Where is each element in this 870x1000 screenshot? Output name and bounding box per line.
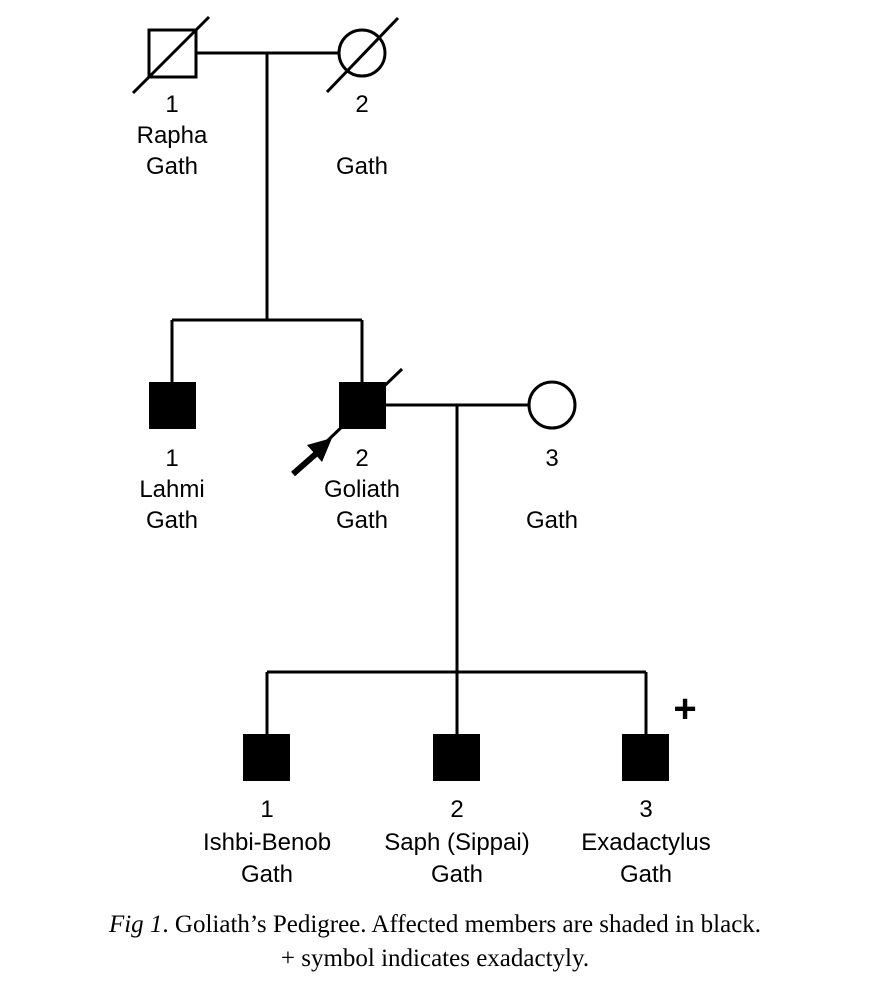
gen2-lahmi-place: Gath xyxy=(146,507,198,534)
caption-text: . Goliath’s Pedigree. Affected members a… xyxy=(162,911,762,938)
gen2-spouse-place: Gath xyxy=(526,507,578,534)
caption-line-1: Fig 1. Goliath’s Pedigree. Affected memb… xyxy=(0,908,870,942)
gen3-exadactylus-name: Exadactylus xyxy=(581,829,710,856)
gen3-exadactylus-number: 3 xyxy=(639,796,652,823)
gen3-ishbi-square xyxy=(243,734,290,781)
gen1-male-number: 1 xyxy=(165,91,178,118)
gen2-lahmi-number: 1 xyxy=(165,445,178,472)
gen3-ishbi-name: Ishbi-Benob xyxy=(203,829,331,856)
gen3-saph-name: Saph (Sippai) xyxy=(384,829,529,856)
gen2-spouse-number: 3 xyxy=(545,445,558,472)
caption-line-2: + symbol indicates exadactyly. xyxy=(280,945,590,972)
gen2-goliath-number: 2 xyxy=(355,445,368,472)
gen3-exadactylus-place: Gath xyxy=(620,861,672,888)
figure-caption: Fig 1. Goliath’s Pedigree. Affected memb… xyxy=(0,908,870,976)
gen2-lahmi-name: Lahmi xyxy=(139,476,204,503)
proband-arrow-icon xyxy=(307,438,332,462)
gen3-saph-number: 2 xyxy=(450,796,463,823)
exadactyly-plus-icon: + xyxy=(673,687,696,731)
gen1-female-place: Gath xyxy=(336,153,388,180)
gen1-female-number: 2 xyxy=(355,91,368,118)
caption-label: Fig 1 xyxy=(108,911,163,938)
gen3-saph-place: Gath xyxy=(431,861,483,888)
proband-arrow-shaft xyxy=(291,449,320,477)
gen2-spouse-circle xyxy=(527,380,577,430)
gen1-male-name: Rapha xyxy=(137,122,208,149)
gen2-goliath-deceased-slash xyxy=(320,367,404,448)
gen2-lahmi-square xyxy=(149,382,196,429)
gen3-ishbi-number: 1 xyxy=(260,796,273,823)
gen3-ishbi-place: Gath xyxy=(241,861,293,888)
gen3-exadactylus-square xyxy=(622,734,669,781)
gen1-female-deceased-slash xyxy=(325,16,400,94)
gen1-male-deceased-slash xyxy=(131,15,211,95)
gen1-male-place: Gath xyxy=(146,153,198,180)
gen3-saph-square xyxy=(433,734,480,781)
gen2-goliath-place: Gath xyxy=(336,507,388,534)
gen2-goliath-name: Goliath xyxy=(324,476,400,503)
pedigree-diagram: 1 Rapha Gath 2 Gath 1 Lahmi Gath 2 Golia… xyxy=(131,15,711,888)
